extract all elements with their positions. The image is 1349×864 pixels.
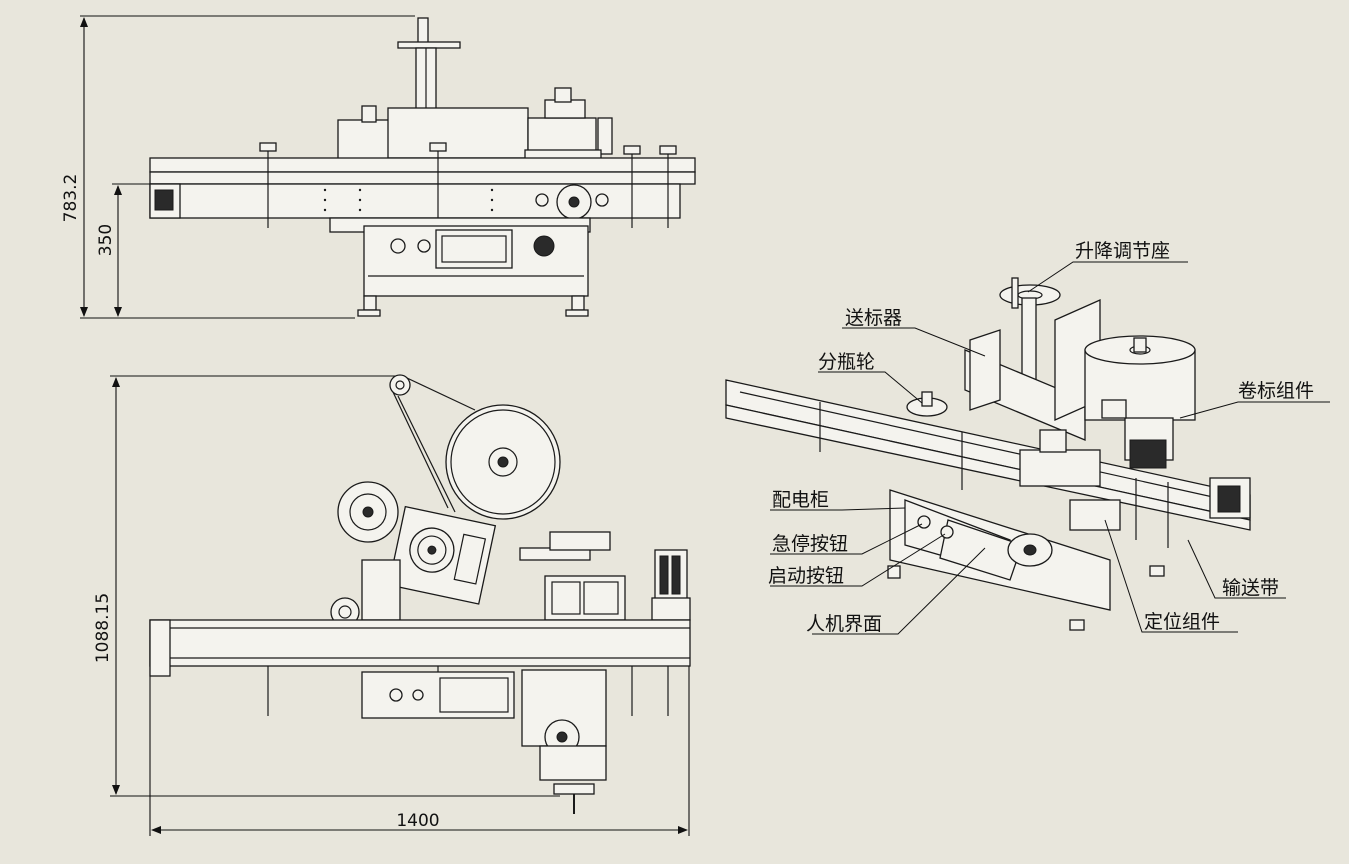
dim-overall-height: 783.2	[61, 174, 81, 223]
callout-label-roll: 卷标组件	[1238, 380, 1314, 402]
callout-positioning: 定位组件	[1144, 611, 1220, 633]
callout-cabinet: 配电柜	[772, 489, 829, 511]
callout-estop: 急停按钮	[772, 533, 848, 555]
callout-hmi: 人机界面	[806, 613, 882, 635]
dim-depth: 1088.15	[93, 593, 113, 663]
callout-start: 启动按钮	[768, 565, 844, 587]
front-view: 783.2 350	[61, 15, 696, 319]
dim-length: 1400	[396, 811, 439, 831]
isometric-view: 升降调节座 送标器 分瓶轮 卷标组件 配电柜 急停按钮 启动按钮 人机界面 输送…	[725, 240, 1330, 635]
callout-bottle-wheel: 分瓶轮	[818, 351, 875, 373]
top-view: 1088.15 1400	[93, 374, 691, 836]
callout-label-feeder: 送标器	[845, 307, 902, 329]
callout-lift-seat: 升降调节座	[1075, 240, 1170, 262]
dim-table-height: 350	[96, 224, 116, 256]
callout-conveyor: 输送带	[1222, 577, 1279, 599]
